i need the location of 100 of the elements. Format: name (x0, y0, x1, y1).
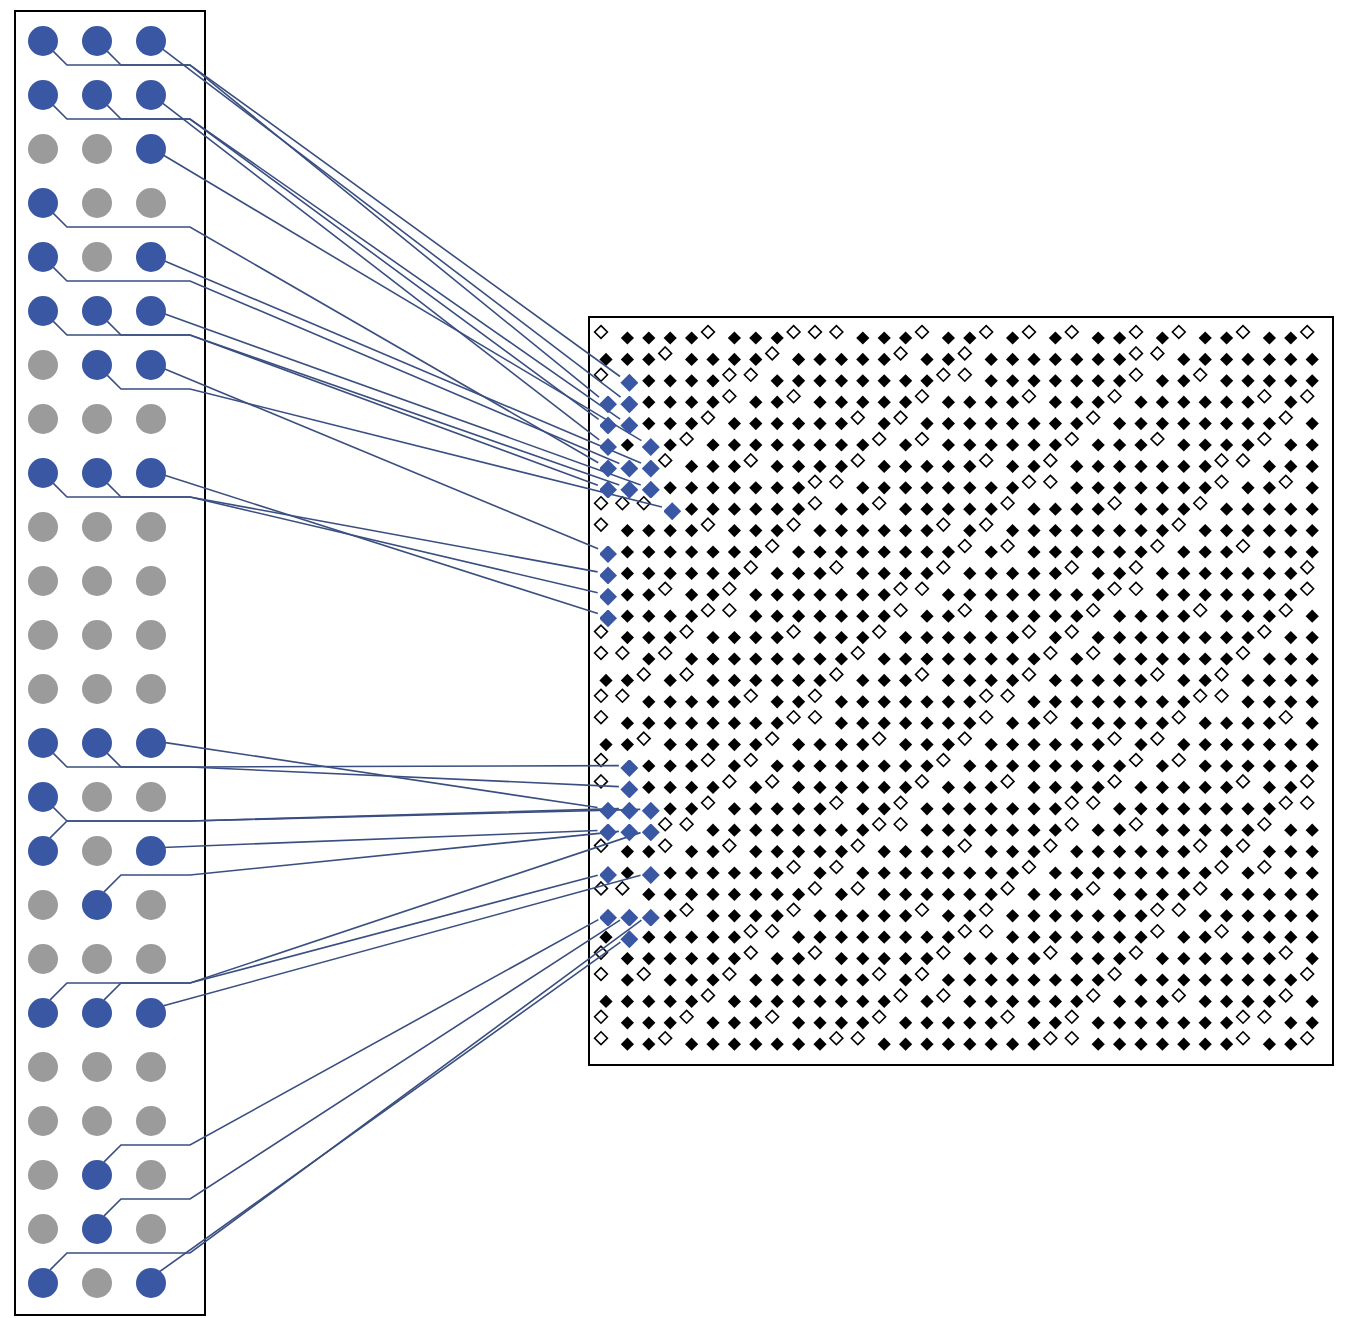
pin (135, 1213, 165, 1243)
connection-line (158, 941, 622, 1273)
pin (27, 25, 57, 55)
ball-pad (620, 416, 639, 435)
connection-line (49, 831, 642, 1001)
ball-pad (620, 459, 639, 478)
pin (135, 619, 165, 649)
pin (81, 1213, 111, 1243)
pin (27, 1213, 57, 1243)
ball-pad (641, 459, 660, 478)
pin (81, 79, 111, 109)
pin (135, 1159, 165, 1189)
pin (27, 1105, 57, 1135)
pin (81, 943, 111, 973)
pin (135, 727, 165, 757)
pin (135, 997, 165, 1027)
pin (81, 1267, 111, 1297)
pin (135, 403, 165, 433)
connection-line (49, 47, 621, 378)
connection-line (49, 803, 620, 822)
pin (135, 187, 165, 217)
pin (27, 997, 57, 1027)
pin (27, 1267, 57, 1297)
pin (81, 349, 111, 379)
pin (81, 835, 111, 865)
pin (81, 781, 111, 811)
connection-line (103, 47, 600, 399)
connection-line (158, 45, 622, 398)
pin (27, 781, 57, 811)
pin (81, 457, 111, 487)
connection-line (103, 371, 663, 508)
pin (135, 781, 165, 811)
pin (27, 403, 57, 433)
pin (27, 187, 57, 217)
ball-pad (599, 566, 617, 585)
ball-pad (599, 587, 617, 606)
pin (27, 1051, 57, 1081)
pin (135, 295, 165, 325)
ball-pad (599, 866, 617, 884)
pin (135, 943, 165, 973)
pin (135, 1267, 165, 1297)
pin (27, 349, 57, 379)
connection-line (160, 312, 642, 486)
ball-pad (599, 609, 617, 628)
ball-pad (620, 908, 639, 927)
connection-line (160, 366, 599, 550)
pin (135, 889, 165, 919)
connection-line (103, 830, 620, 893)
pin (27, 1159, 57, 1189)
connection-line (49, 209, 600, 464)
pin (81, 1159, 111, 1189)
ball-pad (663, 502, 682, 521)
connection-line (103, 918, 600, 1163)
connector-header (14, 10, 206, 1316)
pin (135, 457, 165, 487)
pin (135, 349, 165, 379)
pin (27, 241, 57, 271)
ball-pad (641, 801, 660, 820)
pin (81, 889, 111, 919)
ball-pad (641, 866, 660, 884)
ball-pad (599, 459, 617, 478)
pin (27, 295, 57, 325)
pin (27, 943, 57, 973)
pin (135, 835, 165, 865)
connection-line (160, 473, 599, 615)
ball-pad (599, 801, 617, 820)
ball-pad (620, 395, 639, 414)
ball-pad (620, 373, 639, 392)
pin (81, 187, 111, 217)
connection-line (160, 874, 642, 1008)
ball-pad (620, 759, 639, 777)
ball-pad (620, 930, 639, 949)
pin (81, 241, 111, 271)
ball-pad (620, 480, 639, 499)
pin (27, 835, 57, 865)
ball-pad (599, 416, 617, 435)
pin (81, 565, 111, 595)
connection-line (103, 749, 620, 788)
pin (135, 25, 165, 55)
ball-pad (641, 480, 660, 499)
connection-line (49, 479, 599, 573)
pin (135, 133, 165, 163)
connection-line (49, 808, 642, 839)
ball-pad (599, 908, 617, 927)
ball-pad (641, 908, 660, 927)
connection-line (49, 749, 620, 768)
pin (135, 241, 165, 271)
pin (81, 295, 111, 325)
pin (81, 1051, 111, 1081)
ball-pad (620, 780, 639, 799)
pin (81, 133, 111, 163)
ball-pad (599, 395, 617, 414)
ball-pad (641, 438, 660, 456)
ball-pad (599, 545, 617, 563)
ball-pad (620, 823, 639, 842)
pin (135, 673, 165, 703)
pin (27, 133, 57, 163)
pin (135, 1105, 165, 1135)
connection-line (158, 99, 600, 441)
ball-pad (599, 438, 617, 456)
